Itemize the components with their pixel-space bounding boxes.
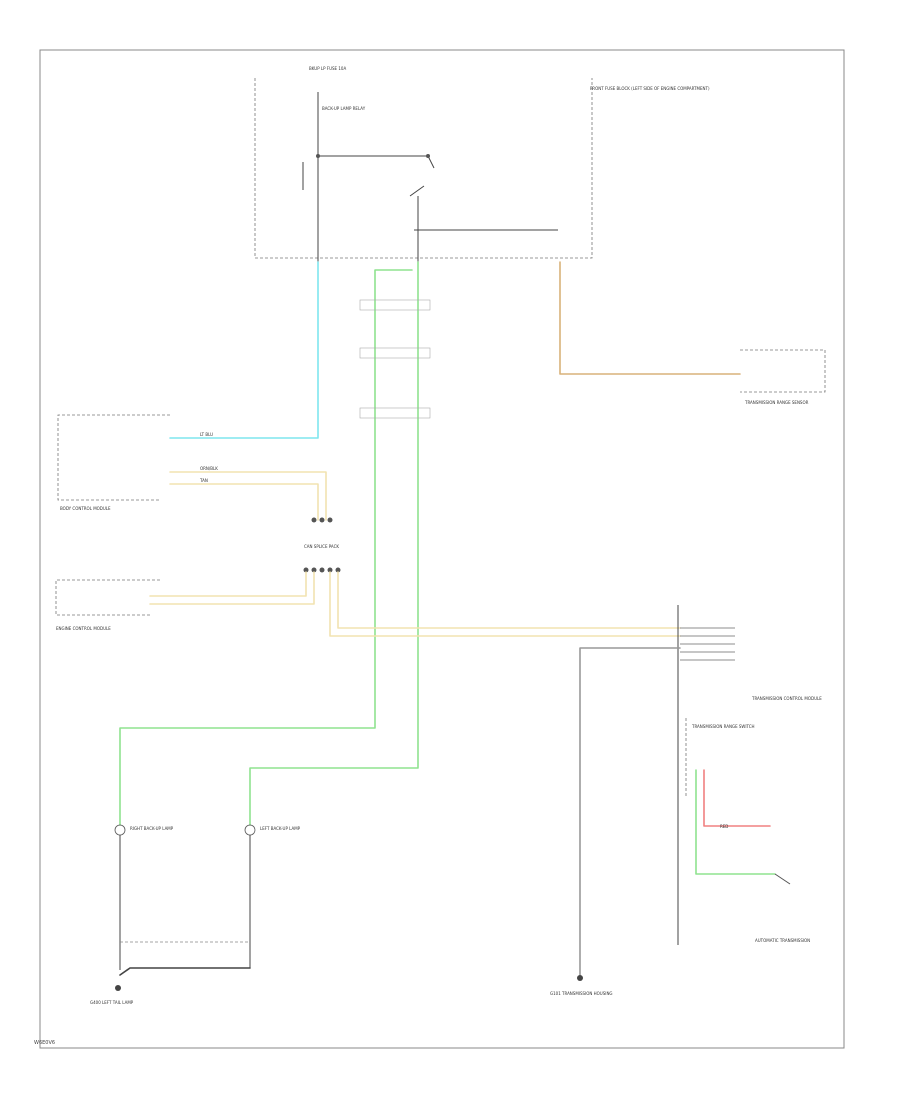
- tcm-label: TRANSMISSION CONTROL MODULE: [751, 696, 822, 701]
- trans-sensor-box: [740, 349, 826, 393]
- wire-can-low-tcm: [337, 571, 681, 629]
- red-wire-label: RED: [720, 824, 728, 829]
- diagram-ref: W6E0V6: [34, 1040, 56, 1046]
- wire-lt-blu: [169, 261, 319, 439]
- bcm-wire-label: LT BLU: [200, 432, 213, 437]
- left-lamp-label: LEFT BACK-UP LAMP: [260, 826, 301, 831]
- wire-brn-sensor: [559, 261, 741, 375]
- switch-contact: [774, 873, 791, 885]
- ground-trans-label: G101 TRANSMISSION HOUSING: [550, 991, 613, 996]
- diagram-frame: [39, 49, 845, 1049]
- ground-left-icon: [115, 985, 121, 991]
- wire-trans-ground: [579, 647, 681, 976]
- ecm-label: ENGINE CONTROL MODULE: [56, 626, 111, 631]
- fuse-block-label: FRONT FUSE BLOCK (LEFT SIDE OF ENGINE CO…: [590, 86, 710, 91]
- wire-can-high-bcm: [169, 471, 327, 521]
- can-low-label: TAN: [199, 478, 208, 483]
- right-lamp-label: RIGHT BACK-UP LAMP: [130, 826, 174, 831]
- wire-grn-switch: [695, 769, 776, 875]
- wire-can-high-tcm: [329, 571, 681, 637]
- wire-can-low-ecm: [149, 571, 315, 605]
- ecm-box: [55, 579, 160, 616]
- wire-grn-right-lamp: [119, 269, 413, 826]
- wire-can-low-bcm: [169, 483, 319, 521]
- left-lamp: [244, 824, 256, 968]
- range-switch-label: TRANSMISSION RANGE SWITCH: [691, 724, 755, 729]
- tcm-pins: [680, 627, 735, 661]
- wire-blk-ground: [119, 967, 251, 976]
- wire-can-high-ecm: [149, 571, 307, 597]
- auto-trans-label: AUTOMATIC TRANSMISSION: [755, 938, 810, 943]
- wire-red: [703, 769, 771, 827]
- can-splice-pack: [303, 517, 341, 573]
- bcm-box: [57, 414, 170, 501]
- ground-trans-icon: [577, 975, 583, 981]
- fuse-block: [254, 78, 593, 262]
- can-high-label: ORN/BLK: [200, 466, 218, 471]
- bcm-label: BODY CONTROL MODULE: [60, 506, 111, 511]
- right-lamp: [114, 824, 126, 970]
- fuse-label: BKUP LP FUSE 10A: [309, 66, 346, 71]
- relay-label: BACK-UP LAMP RELAY: [322, 106, 366, 111]
- wire-grn-left-lamp: [249, 261, 419, 826]
- splice-pack-label: CAN SPLICE PACK: [304, 544, 339, 549]
- inline-connectors: [359, 299, 431, 419]
- trans-sensor-label: TRANSMISSION RANGE SENSOR: [744, 400, 809, 405]
- ground-left-label: G400 LEFT TAIL LAMP: [90, 1000, 134, 1005]
